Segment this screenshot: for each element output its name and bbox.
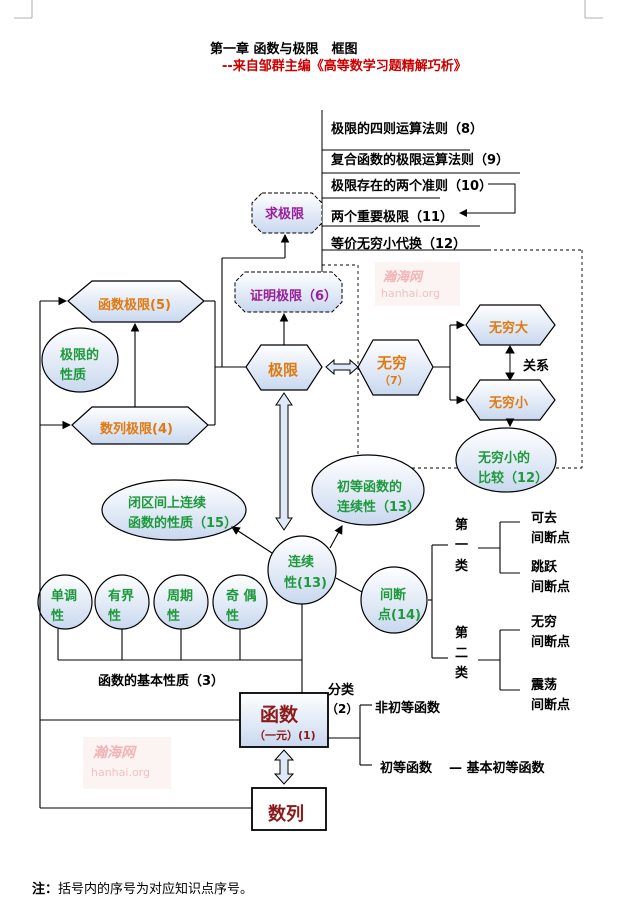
kequ-label-1: 可去 <box>531 511 558 526</box>
wuqiongda-shape <box>465 304 556 346</box>
lianxu-shape <box>267 535 337 605</box>
lianxu-label-1: 连续 <box>288 555 315 570</box>
bijiao-shape <box>455 427 557 493</box>
kequ-label-2: 间断点 <box>531 531 571 546</box>
relation-arrow <box>505 344 515 382</box>
rule-8: 极限的四则运算法则（8） <box>331 122 484 137</box>
guanxi-label: 关系 <box>523 359 550 374</box>
zhouqi-label-1: 周期 <box>167 589 194 604</box>
wuqiongxiao-label: 无穷小 <box>489 396 529 411</box>
jianduan-label-2: 点(14) <box>378 608 421 623</box>
diyilei-char-2: 一 <box>455 538 469 553</box>
diyilei-char-3: 类 <box>455 559 469 574</box>
biqujian-shape <box>101 479 247 541</box>
page-corner-marks <box>14 0 603 19</box>
lianxu-label-2: 性(13) <box>284 576 327 591</box>
jianduan-label-1: 间断 <box>380 588 407 603</box>
jiou-label-2: 性 <box>226 609 240 624</box>
jianduan-shape <box>360 566 428 634</box>
double-arrow-jixian-wuqiong <box>325 358 359 376</box>
page-subtitle: --来自邹群主编《高等数学习题精解巧析》 <box>222 59 467 74</box>
jixian-label: 极限 <box>268 361 299 379</box>
watermark-1-en: hanhai.org <box>381 287 440 300</box>
footer-note-label: 注： <box>32 882 59 897</box>
dandiao-shape <box>37 574 93 630</box>
wuqiongda-label: 无穷大 <box>489 321 529 336</box>
fenlei-label-1: 分类 <box>328 683 355 698</box>
dierlei-char-2: 二 <box>455 646 469 661</box>
tiaoyue-label-2: 间断点 <box>531 580 571 595</box>
rule-12: 等价无穷小代换（12） <box>331 237 467 252</box>
watermark-1-cn: 瀚海网 <box>383 270 423 285</box>
rule-11: 两个重要极限（11） <box>331 210 454 225</box>
fei-chudeng-label: 非初等函数 <box>375 701 441 716</box>
zhengming-jixian-label: 证明极限（6） <box>250 289 338 304</box>
arrow-rule10-to-rule11 <box>459 183 516 217</box>
chudeng-lianxu-label-2: 连续性（13） <box>337 500 421 515</box>
zhendang-label-2: 间断点 <box>531 698 571 713</box>
wuqiong-jd-label-1: 无穷 <box>531 615 558 630</box>
rule-10: 极限存在的两个准则（10） <box>331 179 493 194</box>
bijiao-label-2: 比较（12） <box>478 471 549 486</box>
qiu-jixian-label: 求极限 <box>265 207 305 222</box>
wuqiong-number: （7） <box>379 374 409 387</box>
diyilei-char-1: 第 <box>455 518 469 533</box>
double-arrow-jixian-lianxu <box>275 392 293 531</box>
shulie-label: 数列 <box>268 804 304 825</box>
zhengming-jixian-shape <box>234 271 343 313</box>
zhouqi-label-2: 性 <box>167 609 181 624</box>
hanshu-jixian-label: 函数极限(5) <box>98 298 171 313</box>
biqujian-label-2: 函数的性质（15） <box>128 516 238 531</box>
double-arrow-hanshu-shulie <box>273 749 295 785</box>
jixian-xingzhi-shape <box>41 327 119 393</box>
watermark-2-cn: 瀚海网 <box>93 745 135 761</box>
jiou-label-1: 奇 偶 <box>226 589 257 604</box>
connector-lines <box>39 233 520 809</box>
watermark-box-2 <box>83 737 171 789</box>
jixian-xingzhi-label-1: 极限的 <box>60 348 100 363</box>
shulie-shape <box>251 787 327 831</box>
jixian-xingzhi-label-2: 性质 <box>60 368 87 383</box>
watermark-2-en: hanhai.org <box>91 766 150 779</box>
hanshu-label: 函数 <box>260 704 299 726</box>
dierlei-char-1: 第 <box>455 626 469 641</box>
hanshu-sublabel: （一元）(1) <box>254 729 316 742</box>
dandiao-label-1: 单调 <box>51 589 78 604</box>
watermark-box-1 <box>375 262 460 306</box>
jiben-chudeng-label: — 基本初等函数 <box>449 761 545 776</box>
wuqiong-jd-label-2: 间断点 <box>531 635 571 650</box>
tiaoyue-label-1: 跳跃 <box>531 560 558 575</box>
chudeng-lianxu-label-1: 初等函数的 <box>337 480 403 495</box>
page-title: 第一章 函数与极限 框图 <box>210 42 358 57</box>
jiben-xingzhi-label: 函数的基本性质（3） <box>98 674 225 689</box>
jixian-shape <box>245 344 323 391</box>
wuqiongxiao-shape <box>465 379 556 421</box>
zhendang-label-1: 震荡 <box>531 678 558 693</box>
rule-9: 复合函数的极限运算法则（9） <box>331 153 510 168</box>
chudeng-lianxu-shape <box>311 454 425 526</box>
chudeng-hanshu-label: 初等函数 <box>380 761 433 776</box>
biqujian-label-1: 闭区间上连续 <box>128 496 207 511</box>
wuqiong-label: 无穷 <box>377 354 408 372</box>
shulie-jixian-label: 数列极限(4) <box>100 422 173 437</box>
dandiao-label-2: 性 <box>51 609 65 624</box>
qiu-jixian-shape <box>251 192 323 234</box>
youjie-label-1: 有界 <box>108 589 135 604</box>
bijiao-label-1: 无穷小的 <box>478 451 531 466</box>
youjie-label-2: 性 <box>108 609 122 624</box>
dierlei-char-3: 类 <box>455 666 469 681</box>
footer-note-text: 括号内的序号为对应知识点序号。 <box>58 882 254 897</box>
hanshu-shape <box>239 692 329 748</box>
fenlei-label-2: （2） <box>326 702 359 716</box>
